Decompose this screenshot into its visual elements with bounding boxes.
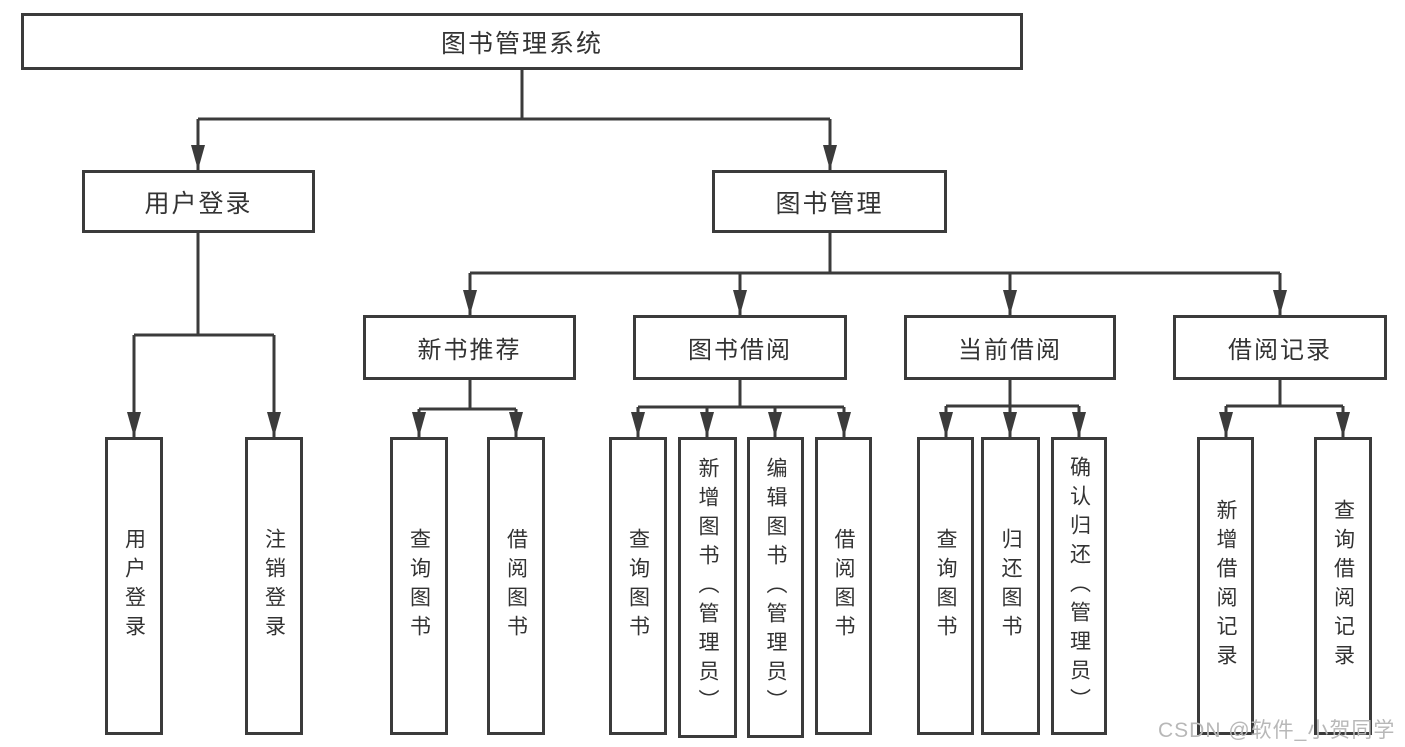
node-user-login-action-label: 用户登录 [122, 528, 146, 644]
connector-current-borrow-branch [939, 380, 1086, 437]
node-query-borrow-record-label: 查询借阅记录 [1331, 499, 1355, 673]
node-root: 图书管理系统 [21, 13, 1023, 70]
node-query-book-borrow: 查询图书 [609, 437, 667, 735]
connector-root-branch [191, 69, 837, 170]
connector-new-book-branch [412, 380, 523, 437]
node-borrow-book-action: 借阅图书 [815, 437, 872, 735]
node-add-borrow-record-label: 新增借阅记录 [1214, 499, 1237, 673]
node-add-borrow-record: 新增借阅记录 [1197, 437, 1254, 735]
node-query-borrow-record: 查询借阅记录 [1314, 437, 1372, 735]
node-add-book-admin: 新增图书（管理员） [678, 437, 737, 738]
node-return-book: 归还图书 [981, 437, 1040, 735]
node-user-login-action: 用户登录 [105, 437, 163, 735]
node-logout-action: 注销登录 [245, 437, 303, 735]
node-borrow-book-recommend-label: 借阅图书 [504, 528, 528, 644]
node-logout-action-label: 注销登录 [262, 528, 286, 644]
node-confirm-return-admin-label: 确认归还（管理员） [1067, 455, 1091, 717]
node-borrow-record-label: 借阅记录 [1228, 337, 1332, 364]
node-query-book-current: 查询图书 [917, 437, 974, 735]
node-book-borrow-label: 图书借阅 [688, 337, 792, 364]
node-new-book-recommend-label: 新书推荐 [417, 337, 522, 364]
node-query-book-current-label: 查询图书 [934, 528, 957, 644]
node-query-book-recommend: 查询图书 [390, 437, 448, 735]
connector-borrow-record-branch [1219, 380, 1350, 437]
node-book-management: 图书管理 [712, 170, 947, 233]
connector-book-borrow-branch [631, 380, 851, 437]
node-current-borrow: 当前借阅 [904, 315, 1116, 380]
node-return-book-label: 归还图书 [999, 528, 1022, 644]
node-new-book-recommend: 新书推荐 [363, 315, 576, 380]
connector-user-login-branch [127, 233, 281, 437]
node-book-management-label: 图书管理 [775, 189, 884, 218]
node-current-borrow-label: 当前借阅 [958, 337, 1062, 364]
node-edit-book-admin: 编辑图书（管理员） [747, 437, 804, 738]
node-edit-book-admin-label: 编辑图书（管理员） [764, 457, 787, 718]
node-borrow-book-action-label: 借阅图书 [832, 528, 855, 644]
node-confirm-return-admin: 确认归还（管理员） [1051, 437, 1107, 735]
node-query-book-borrow-label: 查询图书 [626, 528, 650, 644]
node-query-book-recommend-label: 查询图书 [407, 528, 431, 644]
node-root-label: 图书管理系统 [440, 29, 603, 58]
node-user-login: 用户登录 [82, 170, 315, 233]
node-add-book-admin-label: 新增图书（管理员） [696, 457, 719, 718]
connector-book-management-branch [463, 233, 1287, 315]
node-borrow-book-recommend: 借阅图书 [487, 437, 545, 735]
node-user-login-label: 用户登录 [144, 189, 253, 218]
node-book-borrow: 图书借阅 [633, 315, 847, 380]
node-borrow-record: 借阅记录 [1173, 315, 1387, 380]
csdn-watermark: CSDN @软件_小贺同学 [1158, 719, 1396, 742]
